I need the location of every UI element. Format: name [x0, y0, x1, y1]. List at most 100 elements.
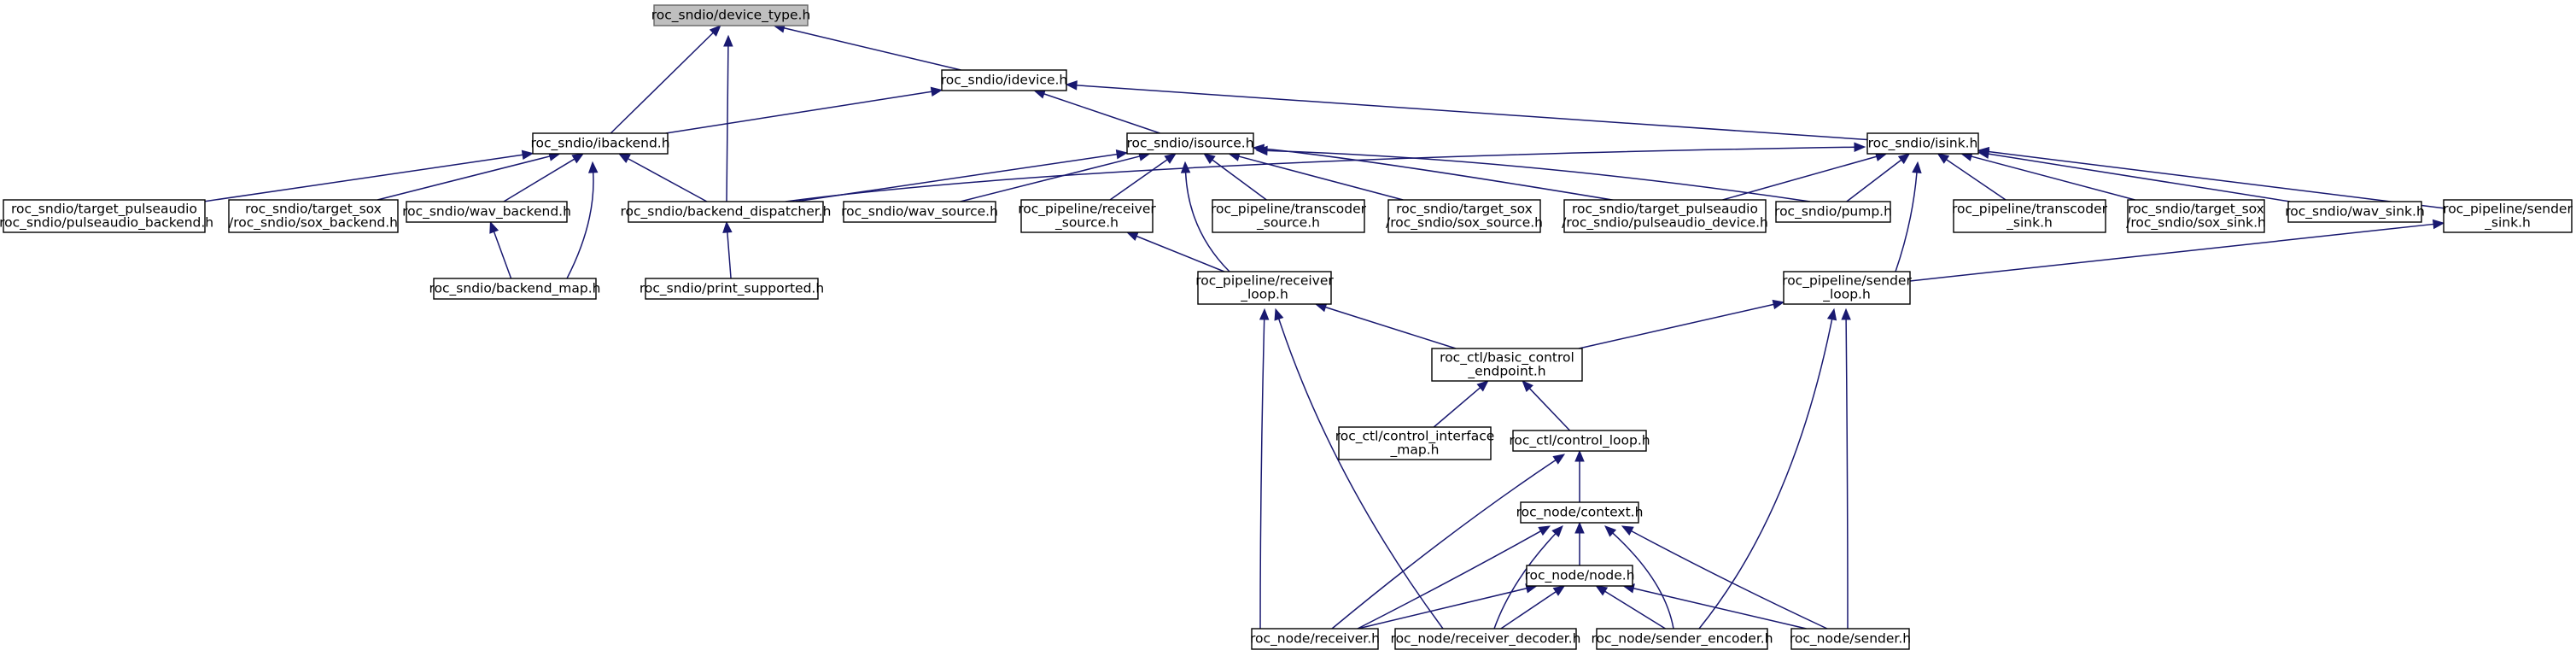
node-box	[228, 199, 399, 233]
edge-line	[1500, 591, 1557, 630]
edge-line	[1493, 533, 1557, 630]
node-sox-source[interactable]: roc_sndio/target_sox/roc_sndio/sox_sourc…	[1386, 199, 1543, 233]
node-idevice[interactable]: roc_sndio/idevice.h	[941, 69, 1068, 91]
edge-arrowhead	[1854, 142, 1866, 152]
node-sender-loop[interactable]: roc_pipeline/sender_loop.h	[1782, 271, 1912, 305]
edge-receiver-to-control_loop	[1331, 454, 1566, 630]
node-label: roc_node/receiver.h	[1250, 631, 1380, 647]
edge-backend_dispatcher-to-device_type	[723, 34, 733, 202]
node-box	[1126, 132, 1254, 155]
node-receiver-source[interactable]: roc_pipeline/receiver_source.h	[1018, 199, 1156, 233]
edge-backend_dispatcher-to-ibackend	[617, 153, 708, 202]
node-backend-dispatcher[interactable]: roc_sndio/backend_dispatcher.h	[621, 201, 832, 223]
node-label: roc_node/sender.h	[1790, 631, 1911, 647]
node-transcoder-source[interactable]: roc_pipeline/transcoder_source.h	[1211, 199, 1367, 233]
edge-line	[610, 32, 714, 134]
edge-wav_source-to-isource	[960, 151, 1151, 202]
node-box	[1775, 201, 1891, 223]
node-wav-source[interactable]: roc_sndio/wav_source.h	[841, 201, 998, 223]
node-box	[653, 4, 809, 26]
node-device-type[interactable]: roc_sndio/device_type.h	[651, 4, 811, 26]
node-receiver[interactable]: roc_node/receiver.h	[1250, 628, 1380, 650]
node-box	[2443, 199, 2573, 233]
node-label: _loop.h	[1240, 287, 1288, 303]
node-box	[1866, 132, 1979, 155]
node-control-loop[interactable]: roc_ctl/control_loop.h	[1509, 430, 1650, 452]
edge-line	[1845, 319, 1849, 630]
edge-arrowhead	[587, 161, 599, 173]
edge-wav_sink-to-isink	[1977, 149, 2291, 202]
node-isource[interactable]: roc_sndio/isource.h	[1126, 132, 1254, 155]
edge-isource-to-idevice	[1033, 89, 1160, 134]
node-label: roc_ctl/basic_control	[1440, 350, 1574, 366]
node-wav-sink[interactable]: roc_sndio/wav_sink.h	[2285, 201, 2425, 223]
node-pulse-device[interactable]: roc_sndio/target_pulseaudio/roc_sndio/pu…	[1562, 199, 1768, 233]
edge-line	[1578, 303, 1774, 349]
node-sox-backend[interactable]: roc_sndio/target_sox/roc_sndio/sox_backe…	[228, 199, 399, 233]
node-sender-encoder[interactable]: roc_node/sender_encoder.h	[1591, 628, 1773, 650]
edge-line	[566, 172, 594, 279]
edges-layer	[204, 23, 2445, 630]
node-node[interactable]: roc_node/node.h	[1524, 565, 1635, 587]
edge-line	[1846, 159, 1902, 202]
node-receiver-decoder[interactable]: roc_node/receiver_decoder.h	[1391, 628, 1581, 650]
node-sender[interactable]: roc_node/sender.h	[1790, 628, 1911, 650]
node-backend-map[interactable]: roc_sndio/backend_map.h	[429, 278, 601, 300]
node-box	[1394, 628, 1577, 650]
node-label: roc_pipeline/transcoder	[1952, 202, 2108, 218]
node-transcoder-sink[interactable]: roc_pipeline/transcoder_sink.h	[1952, 199, 2108, 233]
node-sox-sink[interactable]: roc_sndio/target_sox/roc_sndio/sox_sink.…	[2126, 199, 2266, 233]
node-pulse-backend[interactable]: roc_sndio/target_pulseaudio/roc_sndio/pu…	[0, 199, 213, 233]
edge-arrowhead	[1522, 380, 1533, 393]
edge-arrowhead	[1164, 153, 1177, 164]
node-ibackend[interactable]: roc_sndio/ibackend.h	[530, 132, 670, 155]
edge-line	[1043, 93, 1160, 134]
node-label: roc_sndio/print_supported.h	[640, 281, 824, 297]
edge-line	[1971, 155, 2135, 201]
node-label: roc_sndio/target_pulseaudio	[11, 202, 197, 218]
node-label: _loop.h	[1822, 287, 1871, 303]
edge-arrowhead	[1772, 299, 1785, 310]
edge-line	[1136, 235, 1225, 272]
node-sender-sink[interactable]: roc_pipeline/sender_sink.h	[2443, 199, 2573, 233]
edge-arrowhead	[1574, 449, 1585, 462]
edge-backend_map-to-ibackend	[566, 161, 599, 279]
edge-line	[1278, 319, 1444, 630]
edge-arrowhead	[1977, 146, 1990, 157]
edge-pump-to-isink	[1846, 153, 1911, 202]
edge-line	[1076, 85, 1868, 141]
edge-control_loop-to-basic_control	[1522, 380, 1571, 431]
edge-arrowhead	[1476, 380, 1489, 392]
edge-receiver_decoder-to-receiver_loop	[1274, 308, 1444, 630]
node-context[interactable]: roc_node/context.h	[1516, 501, 1644, 524]
edge-line	[1604, 590, 1666, 630]
edge-basic_control-to-receiver_loop	[1314, 302, 1457, 349]
node-label: roc_sndio/backend_map.h	[429, 281, 601, 297]
node-box	[1520, 501, 1639, 524]
edge-pump-to-isource	[1255, 145, 1811, 202]
edge-arrowhead	[1574, 521, 1585, 534]
edge-line	[377, 155, 551, 201]
node-box	[628, 201, 824, 223]
node-label: roc_sndio/wav_backend.h	[402, 204, 571, 220]
node-wav-backend[interactable]: roc_sndio/wav_backend.h	[402, 201, 571, 223]
edge-line	[960, 155, 1140, 202]
node-box	[1338, 426, 1492, 460]
edge-line	[665, 91, 932, 134]
node-pump[interactable]: roc_sndio/pump.h	[1774, 201, 1892, 223]
node-box	[1596, 628, 1768, 650]
node-label: /roc_sndio/sox_backend.h	[229, 215, 398, 231]
node-print-supported[interactable]: roc_sndio/print_supported.h	[640, 278, 824, 300]
node-box	[1020, 199, 1154, 233]
node-control-interface-map[interactable]: roc_ctl/control_interface_map.h	[1335, 426, 1495, 460]
node-basic-control[interactable]: roc_ctl/basic_control_endpoint.h	[1431, 348, 1583, 382]
edge-sender_encoder-to-context	[1604, 525, 1674, 630]
node-label: roc_sndio/device_type.h	[651, 8, 811, 24]
edge-receiver_source-to-isource	[1109, 153, 1177, 201]
edge-receiver_decoder-to-node	[1500, 585, 1566, 630]
node-receiver-loop[interactable]: roc_pipeline/receiver_loop.h	[1195, 271, 1334, 305]
node-isink[interactable]: roc_sndio/isink.h	[1866, 132, 1979, 155]
edge-line	[1946, 159, 2006, 201]
nodes-layer: roc_sndio/device_type.h roc_sndio/idevice…	[0, 4, 2573, 650]
edge-arrowhead	[723, 34, 733, 47]
